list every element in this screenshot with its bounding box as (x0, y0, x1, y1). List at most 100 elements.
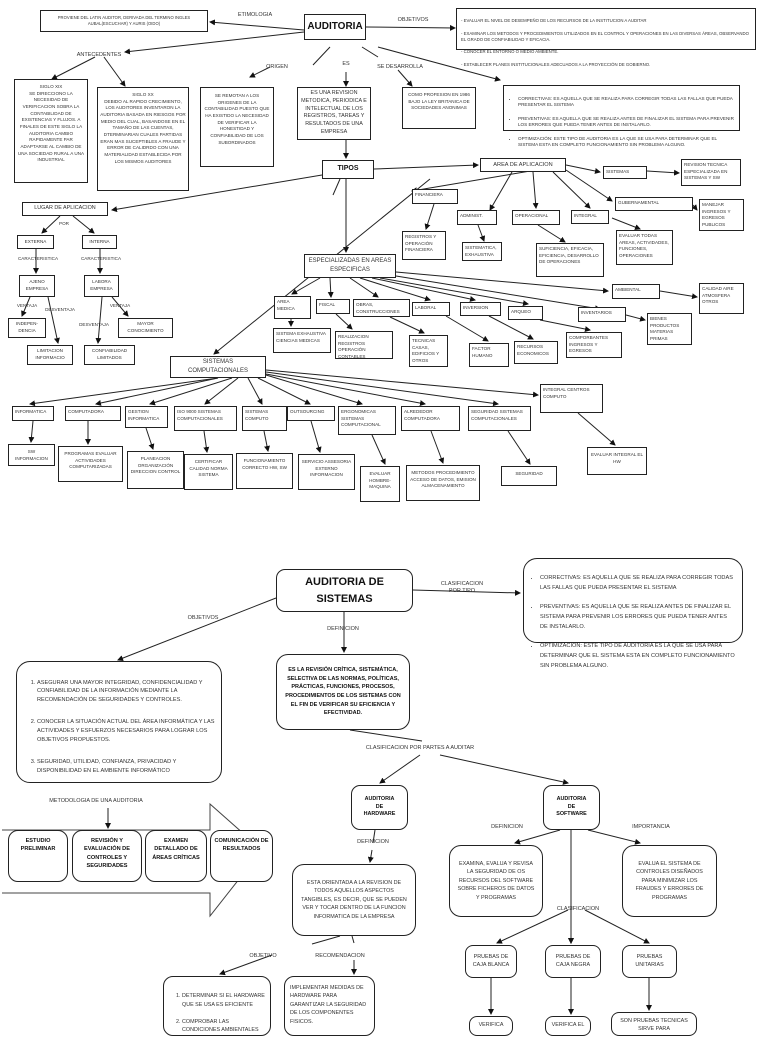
connector-line (359, 277, 431, 302)
clasificacion-item: CORRECTIVAS: ES AQUELLA QUE SE REALIZA P… (540, 574, 736, 594)
connector-line (611, 217, 641, 230)
objetivo-item: - EVALUAR EL NIVEL DE DESEMPEÑO DE LOS R… (461, 18, 647, 24)
connector-line (95, 296, 103, 344)
node-bienes: BIENES PRODUCTOS MATERIAS PRIMAS (647, 313, 692, 345)
node-objetivos: - EVALUAR EL NIVEL DE DESEMPEÑO DE LOS R… (456, 8, 756, 67)
node-confiabilidad: CONFIABILIDAD LIMITADOS (84, 345, 135, 365)
node-ambiental: AMBIENTAL (612, 284, 660, 299)
connector-line (47, 296, 60, 344)
connector-line (659, 290, 698, 300)
node-labora-empresa: LABORA EMPRESA (84, 275, 119, 297)
label-hw-recomendacion: RECOMENDACION (315, 953, 365, 959)
node-hw-definicion: ESTA ORIENTADA A LA REVISION DE TODOS AQ… (292, 864, 416, 936)
node-prueba-type: PRUEBAS UNITARIAS (622, 945, 677, 978)
label-clasificacion-por-tipo: CLASIFICACION POR TIPO (440, 581, 484, 595)
clasificacion-item: PREVENTIVAS: ES AQUELLA QUE SE REALIZA A… (540, 603, 736, 632)
connector-line (691, 204, 698, 211)
connector-line (312, 46, 331, 66)
node-origen: SE REMOTAN A LOS ORIGENES DE LA CONTABIL… (200, 87, 274, 167)
node-interna: INTERNA (82, 235, 117, 249)
connector-line (95, 377, 219, 406)
connector-line (430, 430, 445, 464)
node-sistemas-computacionales-type: OUTSOURCING (287, 406, 335, 421)
label-objetivos-2: OBJETIVOS (187, 615, 219, 621)
node-tipos: TIPOS (322, 160, 374, 179)
node-auditoria-sistemas: AUDITORIA DE SISTEMAS (276, 569, 413, 612)
node-sistemas: SISTEMAS (603, 166, 647, 179)
connector-line (117, 597, 277, 661)
label-partes-auditar: CLASIFICACION POR PARTES A AUDITAR (365, 745, 475, 751)
node-sistemas-computacionales-type: INFORMATICA (12, 406, 54, 421)
node-obras: OBRAS, CONSTRUCCIONES (353, 299, 410, 317)
node-sw-importancia: EVALUA EL SISTEMA DE CONTROLES DISEÑADOS… (622, 845, 717, 917)
node-fiscal: FISCAL (316, 299, 350, 314)
node-auditoria-hardware: AUDITORIA DE HARDWARE (351, 785, 408, 830)
connector-line (332, 178, 341, 196)
node-se-desarrolla: COMO PROFESION EN 1986 BAJO LA LEY BRITA… (402, 87, 476, 129)
node-integral: INTEGRAL (571, 210, 609, 224)
node-realizacion: REALIZACION REGISTROS OPERACIÓN CONTABLE… (335, 331, 393, 359)
connector-line (265, 371, 499, 407)
node-externa: EXTERNA (17, 235, 54, 249)
label-desventaja-interna: DESVENTAJA (79, 322, 109, 327)
connector-line (361, 46, 379, 58)
node-financiera: FINANCIERA (412, 189, 458, 204)
connector-line (29, 377, 219, 407)
node-prueba-type: PRUEBAS DE CAJA BLANCA (465, 945, 517, 978)
label-objetivos: OBJETIVOS (397, 17, 429, 23)
connector-line (28, 420, 35, 443)
label-desventaja-externa: DESVENTAJA (45, 307, 75, 312)
connector-line (587, 829, 641, 845)
connector-line (371, 277, 476, 302)
connector-line (327, 277, 334, 298)
node-clasificacion-por-tipo: CORRECTIVAS: ES AQUELLA QUE SE REALIZA P… (523, 558, 743, 669)
label-caracteristica-externa: CARACTERISTICA (17, 256, 59, 261)
node-sistemas-computacionales-detail: PLANEACION ORGANIZACIÓN DIRECCION CONTRO… (127, 451, 184, 489)
node-sistemas-computacionales-type: ISO 9000 SISTEMAS COMPUTACIONALES (174, 406, 237, 431)
label-origen: ORIGEN (266, 64, 288, 70)
connector-line (445, 315, 489, 342)
connector-line (351, 935, 355, 944)
node-prueba-detail: VERIFICA (469, 1016, 513, 1036)
node-sw-definicion: EXAMINA, EVALUA Y REVISA LA SEGURIDAD DE… (449, 845, 543, 917)
node-sistemas-computacionales: SISTEMAS COMPUTACIONALES (170, 356, 266, 378)
node-sistemas-computacionales-type: ERGONOMICAS SISTEMAS COMPUTACIONAL (338, 406, 396, 435)
connector-line (397, 69, 413, 87)
connector-line (310, 420, 322, 453)
clasificacion-item: OPTIMIZACIÓN: ESTE TIPO DE AUDITORIA ES … (540, 642, 736, 671)
connector-line (379, 754, 421, 784)
node-area-aplicacion: AREA DE APLICACION (480, 158, 566, 172)
connector-line (265, 369, 539, 398)
node-sistemas-computacionales-detail: CERTIFICAR CALIDAD NORMA SISTEMA (184, 454, 233, 490)
connector-line (41, 215, 61, 234)
label-sw-definicion: DEFINICION (491, 824, 523, 830)
node-auditoria-software: AUDITORIA DE SOFTWARE (543, 785, 600, 830)
label-sw-clasificacion: CLASIFICACION (556, 906, 600, 912)
connector-line (72, 215, 95, 234)
connector-line (552, 171, 591, 209)
clasificacion-item: PREVENTIVAS: ES AQUELLA QUE SE REALIZA A… (518, 116, 735, 129)
connector-line (537, 224, 566, 243)
node-sistema-exhaustiva: SISTEMA EXHAUSTIVA CIENCIAS MEDICAS (273, 328, 331, 353)
node-sistemas-computacionales-type: SISTEMAS COMPUTO (242, 406, 287, 431)
node-sistemas-computacionales-detail: SW INFORMACION (8, 444, 55, 466)
connector-line (335, 313, 353, 330)
connector-line (265, 374, 363, 406)
node-manejar: MANEJAR INGRESOS Y EGRESOS PUBLICOS (699, 199, 744, 231)
hw-objetivo-item: DETERMINAR SI EL HARDWARE QUE SE USA ES … (182, 992, 266, 1009)
label-caracteristica-interna: CARACTERISTICA (80, 256, 122, 261)
metodologia-step: EXAMEN DETALLADO DE ÁREAS CRÍTICAS (145, 830, 207, 882)
connector-line (103, 56, 126, 87)
label-por: POR (59, 221, 69, 226)
connector-line (373, 162, 479, 170)
node-gubernamental: GUBERNAMENTAL (615, 197, 693, 211)
node-sistemas-computacionales-type: ALREDEDOR COMPUTADORA (401, 406, 460, 431)
connector-line (489, 171, 513, 211)
node-sistemas-computacionales-type: INTEGRAL CENTROS COMPUTO (540, 384, 603, 413)
node-sistemas-computacionales-type: SEGURIDAD SISTEMAS COMPUTACIONALES (468, 406, 531, 431)
connector-line (514, 829, 561, 845)
node-especializadas: ESPECIALIZADAS EN AREAS ESPECIFICAS (304, 254, 396, 278)
connector-line (291, 277, 321, 295)
node-prueba-type: PRUEBAS DE CAJA NEGRA (545, 945, 601, 978)
metodologia-step: COMUNICACIÓN DE RESULTADOS (210, 830, 273, 882)
